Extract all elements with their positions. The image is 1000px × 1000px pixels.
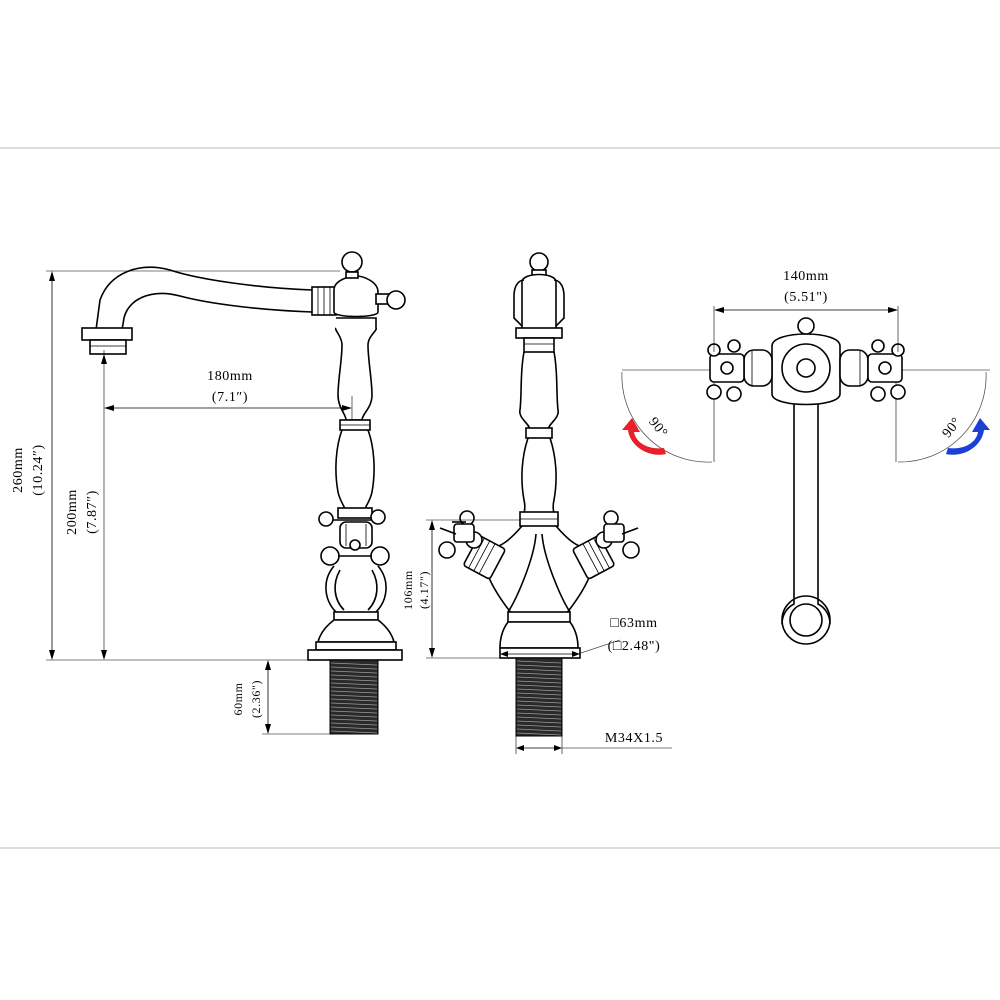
thread-line [516, 680, 562, 684]
span-imperial-label: (5.51") [784, 290, 828, 305]
thread-line [330, 710, 378, 714]
reach-imperial-label: (7.1″) [212, 390, 248, 405]
thread-line [516, 720, 562, 724]
front-view-dimensions [426, 519, 672, 754]
thread-line [330, 686, 378, 690]
thread-line [330, 670, 378, 674]
total-height-imperial-label: (10.24″) [31, 444, 46, 495]
side-view-dimensions [46, 270, 353, 735]
base-size-imperial-label: (□2.48") [608, 639, 661, 654]
front-view [438, 252, 640, 737]
handle-height-imperial-label: (4.17") [417, 571, 431, 609]
thread-line [330, 726, 378, 730]
thread-line [516, 724, 562, 728]
thread-line [516, 696, 562, 700]
thread-line [516, 728, 562, 732]
thread-line [516, 704, 562, 708]
thread-line [516, 700, 562, 704]
cold-rotation-arrow-icon [946, 418, 990, 455]
shank-imperial-label: (2.36") [249, 680, 263, 718]
thread-line [516, 716, 562, 720]
thread-line [330, 678, 378, 682]
thread-line [330, 702, 378, 706]
thread-line [516, 708, 562, 712]
thread-line [330, 698, 378, 702]
thread-line [516, 664, 562, 668]
thread-line [330, 682, 378, 686]
reach-metric-label: 180mm [207, 369, 253, 384]
thread-line [330, 694, 378, 698]
drawing-frame [0, 147, 1000, 849]
thread-line [330, 722, 378, 726]
thread-line [516, 688, 562, 692]
front-view-labels: 106mm (4.17") □63mm (□2.48") M34X1.5 [401, 570, 663, 746]
thread-line [516, 712, 562, 716]
side-view [81, 251, 406, 735]
handle-height-metric-label: 106mm [401, 570, 415, 610]
top-view [621, 317, 990, 645]
spout-height-metric-label: 200mm [65, 489, 80, 535]
rotation-left-label: 90° [645, 415, 670, 441]
thread-line [516, 660, 562, 664]
thread-line [330, 674, 378, 678]
shank-metric-label: 60mm [231, 682, 245, 715]
side-view-labels: 180mm (7.1″) 260mm (10.24″) 200mm (7.87″… [11, 369, 263, 718]
thread-line [516, 676, 562, 680]
span-metric-label: 140mm [783, 269, 829, 284]
thread-label: M34X1.5 [605, 731, 663, 746]
thread-line [330, 718, 378, 722]
spout-height-imperial-label: (7.87″) [85, 490, 100, 534]
thread-line [516, 672, 562, 676]
thread-line [516, 692, 562, 696]
thread-line [516, 732, 562, 736]
thread-line [330, 666, 378, 670]
thread-line [330, 662, 378, 666]
hot-rotation-arrow-icon [622, 418, 666, 455]
thread-line [516, 668, 562, 672]
total-height-metric-label: 260mm [11, 447, 26, 493]
thread-line [516, 684, 562, 688]
thread-line [330, 730, 378, 734]
thread-line [330, 706, 378, 710]
thread-line [330, 690, 378, 694]
base-size-metric-label: □63mm [610, 616, 657, 631]
thread-line [330, 714, 378, 718]
top-view-dimensions [713, 306, 899, 352]
